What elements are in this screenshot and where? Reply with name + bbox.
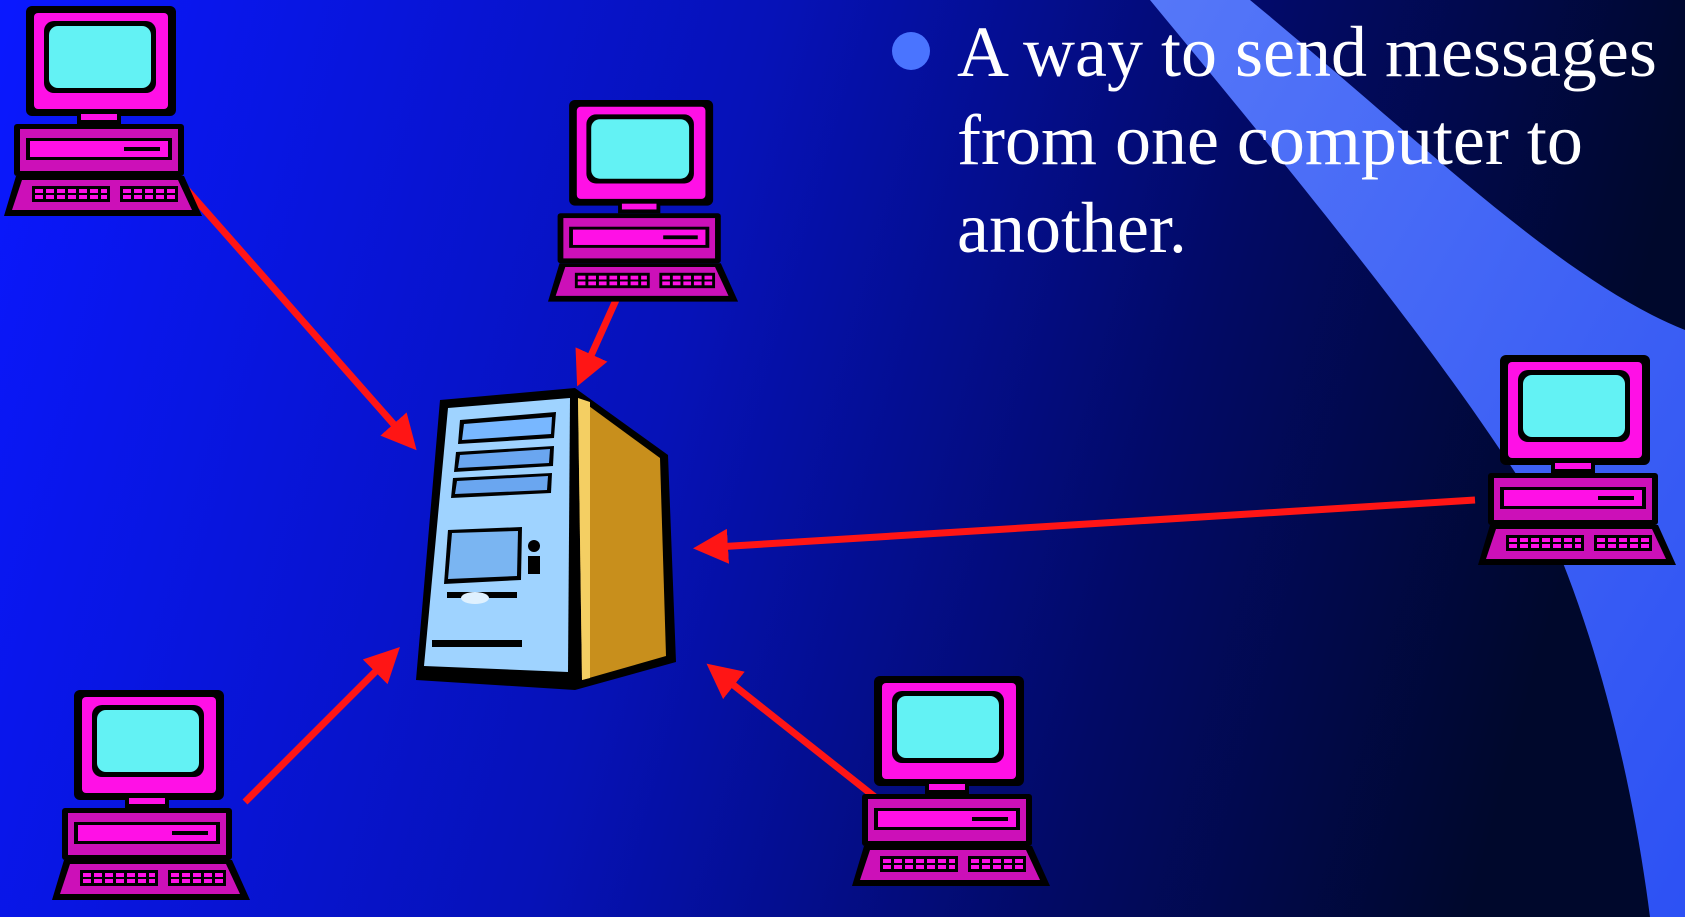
desktop-computer-icon (852, 676, 1050, 886)
desktop-computer-icon (548, 100, 738, 302)
desktop-computer-icon (4, 6, 202, 216)
desktop-computer-icon (52, 690, 250, 900)
desktop-computer-icon (1478, 355, 1676, 565)
bullet-text: A way to send messages from one computer… (957, 8, 1657, 272)
bullet-point-icon (892, 32, 930, 70)
server-tower-icon (416, 388, 676, 690)
